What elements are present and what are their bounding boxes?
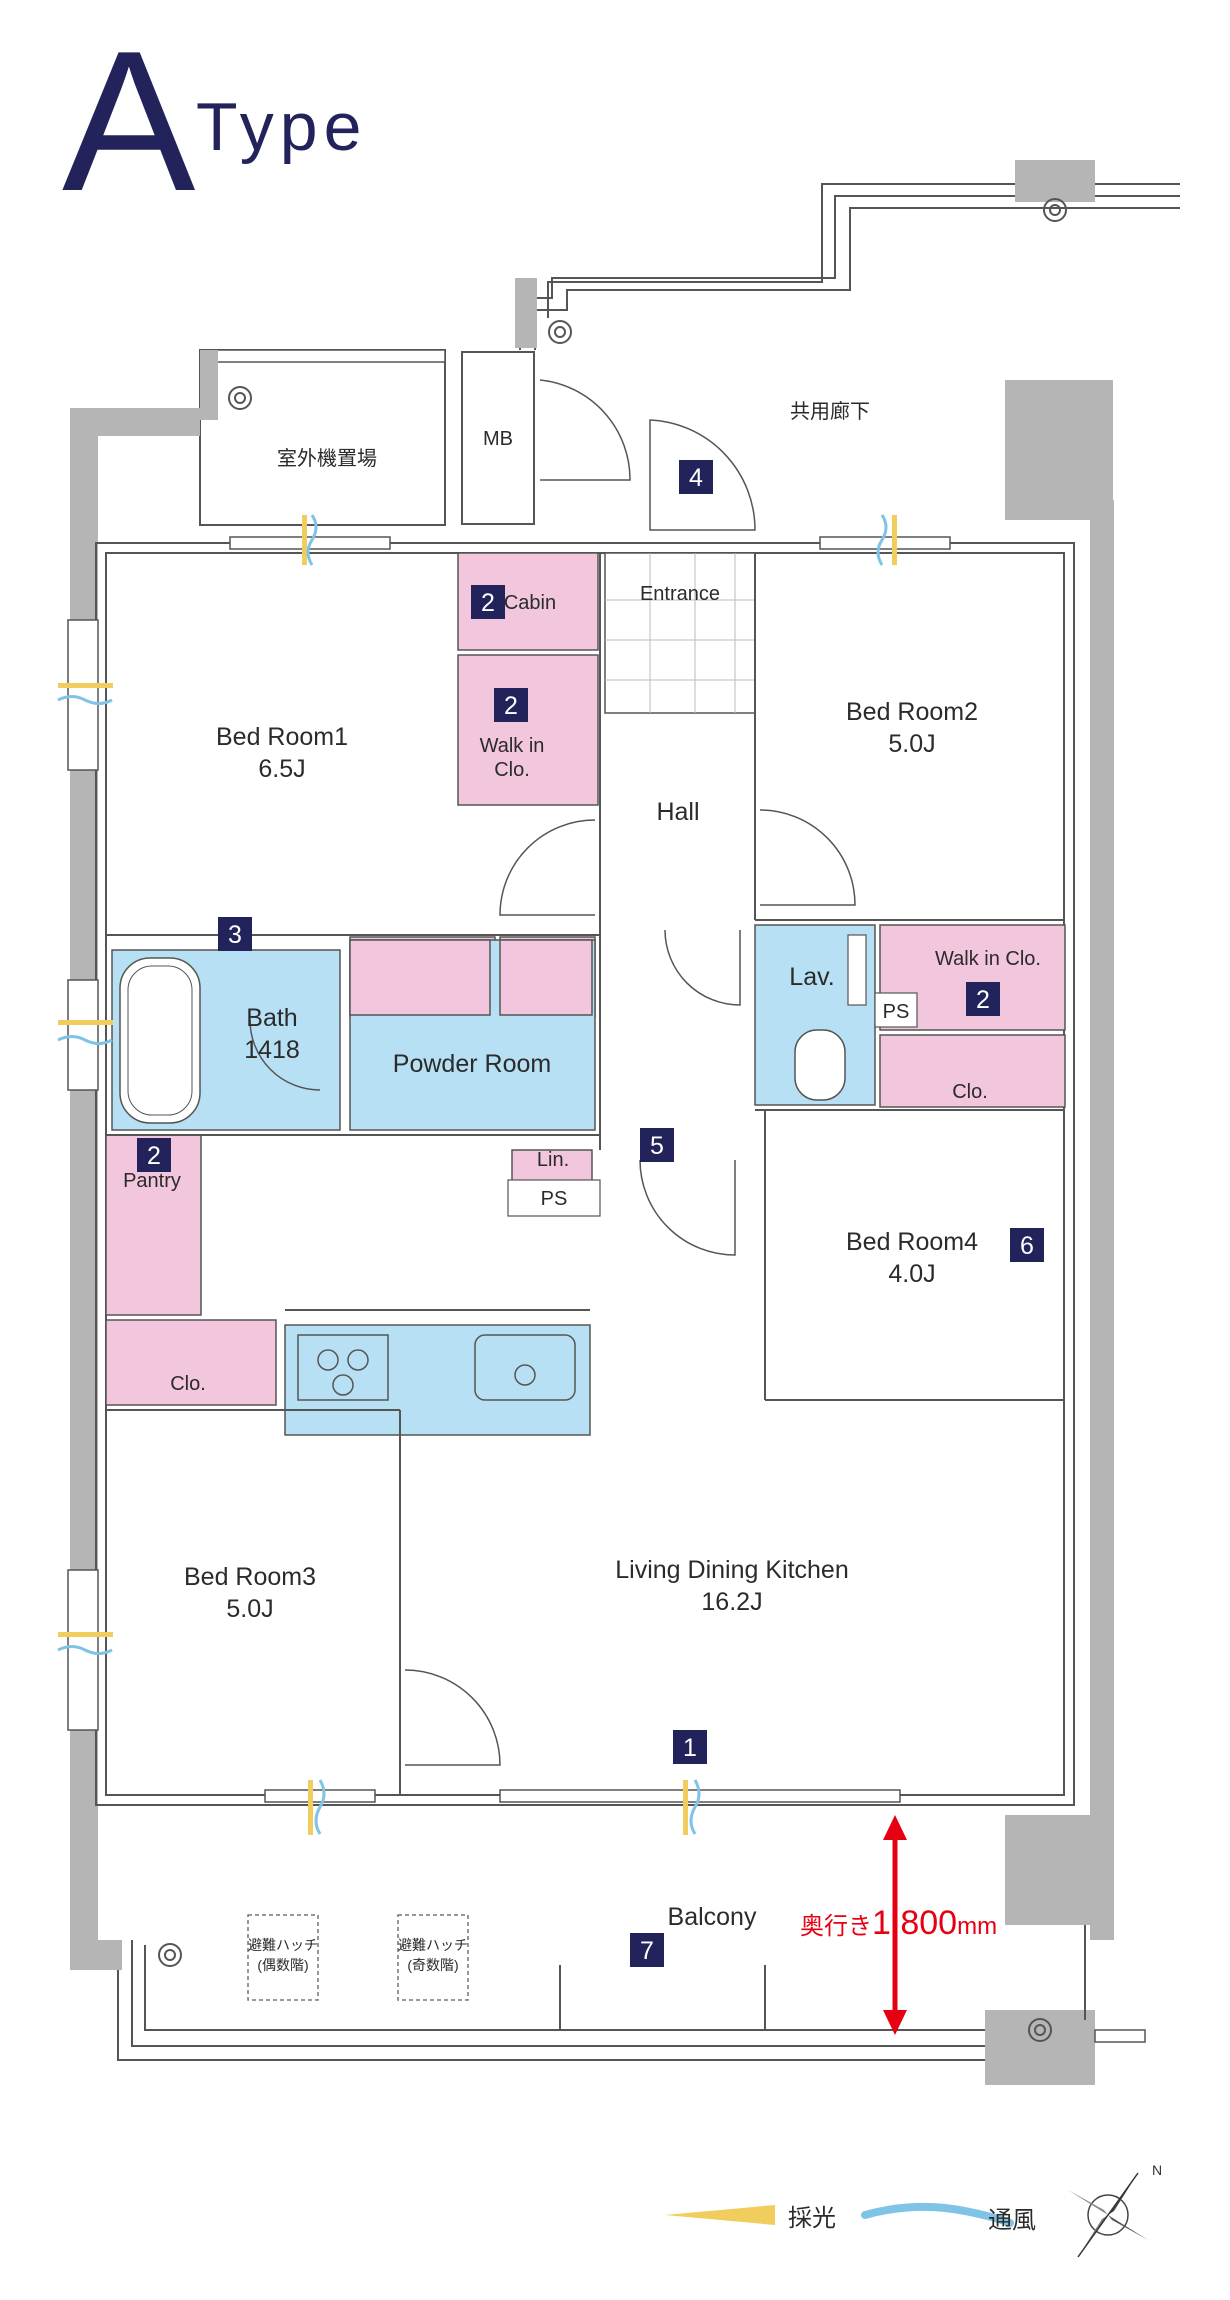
outdoor-unit-label: 室外機置場 <box>277 447 377 470</box>
clo-right-area <box>879 1034 1066 1108</box>
entrance-door-arc <box>649 419 756 531</box>
entrance-tiles <box>604 552 756 714</box>
legend: 採光 通風 <box>665 2202 1036 2234</box>
balcony-depth-arrow <box>883 1815 907 2035</box>
badge-bath-num: 3 <box>228 921 242 949</box>
corridor-structure <box>515 160 1180 350</box>
badge-entrance-num: 4 <box>689 464 703 492</box>
lav-label: Lav. <box>789 963 834 991</box>
powder-label: Powder Room <box>393 1050 551 1078</box>
exterior-walls <box>70 380 1114 2085</box>
balcony-rail-end <box>1094 2029 1146 2043</box>
badge-wic2-num: 2 <box>976 986 990 1014</box>
hatch2-line1: 避難ハッチ <box>398 1937 468 1953</box>
escape-hatch-odd <box>397 1914 469 2001</box>
balcony-label: Balcony <box>668 1903 757 1931</box>
ps1-box <box>874 992 918 1028</box>
wic1-area <box>457 654 599 806</box>
kitchen-counter <box>284 1324 591 1436</box>
badge-pantry-num: 2 <box>147 1142 161 1170</box>
balcony-depth-label: 奥行き1,800mm <box>800 1904 997 1942</box>
badges: 2 2 3 4 5 2 2 6 1 7 <box>137 460 1044 1967</box>
badge-bed4 <box>1010 1228 1044 1262</box>
badge-hall-num: 5 <box>650 1132 664 1160</box>
toilet-tank <box>847 934 867 1006</box>
pantry-label: Pantry <box>123 1170 181 1192</box>
cabin-label: Cabin <box>504 592 556 614</box>
bed4-name: Bed Room4 <box>846 1228 978 1256</box>
toilet <box>794 1029 846 1101</box>
hatch1-line1: 避難ハッチ <box>248 1937 318 1953</box>
entrance-label: Entrance <box>640 583 720 605</box>
hatch1-line2: (偶数階) <box>257 1957 308 1973</box>
badge-ldk <box>673 1730 707 1764</box>
badge-entrance <box>679 460 713 494</box>
outdoor-unit-area <box>199 349 446 526</box>
badge-wic1 <box>494 688 528 722</box>
type-letter: A <box>62 10 196 233</box>
corridor-label: 共用廊下 <box>790 400 870 423</box>
balcony-column-left <box>70 1940 122 1970</box>
door-arcs <box>404 809 856 1766</box>
wic2-label: Walk in Clo. <box>935 948 1041 970</box>
ldk-size: 16.2J <box>701 1588 762 1616</box>
mb-door <box>539 379 631 481</box>
badge-balcony-num: 7 <box>640 1937 654 1965</box>
badge-cabin-num: 2 <box>481 589 495 617</box>
bath-size: 1418 <box>244 1036 300 1064</box>
wic1-label-line2: Clo. <box>494 759 530 781</box>
light-wind-markers <box>57 514 897 1835</box>
clo-left-label: Clo. <box>170 1373 206 1395</box>
type-word: Type <box>196 89 367 165</box>
badge-pantry <box>137 1138 171 1172</box>
bathtub-inner <box>127 965 193 1116</box>
compass: N <box>1068 2162 1162 2258</box>
badge-wic1-num: 2 <box>504 692 518 720</box>
ps2-label: PS <box>541 1188 568 1210</box>
ps1-label: PS <box>883 1001 910 1023</box>
powder-storage-overlay <box>349 939 593 1016</box>
wic1-label-line1: Walk in <box>480 735 545 757</box>
bed1-size: 6.5J <box>258 755 305 783</box>
bathtub <box>119 957 201 1124</box>
ps2-box <box>507 1179 601 1217</box>
legend-light-label: 採光 <box>788 2205 836 2232</box>
bed3-name: Bed Room3 <box>184 1563 316 1591</box>
clo-right-label: Clo. <box>952 1081 988 1103</box>
bed4-size: 4.0J <box>888 1260 935 1288</box>
badge-balcony <box>630 1933 664 1967</box>
mb-room <box>461 351 535 525</box>
escape-hatch-even <box>247 1914 319 2001</box>
hall-label: Hall <box>656 798 699 826</box>
bed2-size: 5.0J <box>888 730 935 758</box>
badge-bath <box>218 917 252 951</box>
hatch2-line2: (奇数階) <box>407 1957 458 1973</box>
ldk-name: Living Dining Kitchen <box>615 1556 848 1584</box>
sink <box>474 1334 576 1401</box>
mb-label: MB <box>483 428 513 450</box>
badge-ldk-num: 1 <box>683 1734 697 1762</box>
legend-light-swatch <box>665 2205 775 2225</box>
cooktop <box>297 1334 389 1401</box>
bed3-size: 5.0J <box>226 1595 273 1623</box>
legend-wind-swatch <box>861 2202 1014 2227</box>
badge-hall <box>640 1128 674 1162</box>
lin-label: Lin. <box>537 1149 569 1171</box>
bath-door <box>249 1019 321 1091</box>
bed1-name: Bed Room1 <box>216 723 348 751</box>
balcony-structure <box>117 1925 1086 2061</box>
compass-north-label: N <box>1152 2162 1162 2178</box>
badge-cabin <box>471 585 505 619</box>
column-top-right <box>1015 160 1095 202</box>
bed2-name: Bed Room2 <box>846 698 978 726</box>
badge-bed4-num: 6 <box>1020 1232 1034 1260</box>
badge-wic2 <box>966 982 1000 1016</box>
clo-left-area <box>105 1319 277 1406</box>
bath-name: Bath <box>246 1004 297 1032</box>
legend-wind-label: 通風 <box>988 2207 1036 2234</box>
